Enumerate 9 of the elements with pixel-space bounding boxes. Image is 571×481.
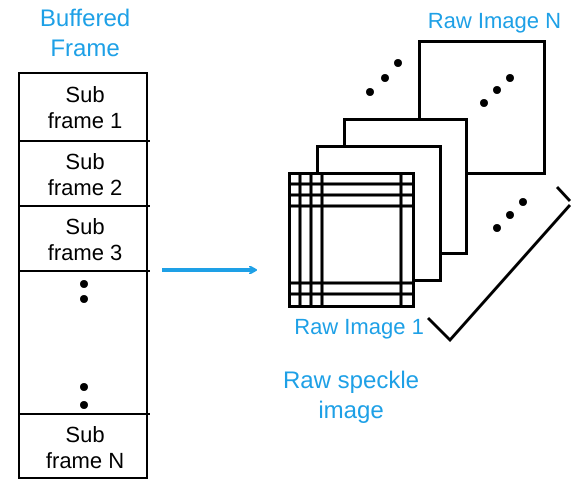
arrow bbox=[162, 265, 257, 275]
image-label: Raw Image N bbox=[426, 7, 561, 35]
subframe-label: Sub frame 2 bbox=[46, 148, 124, 200]
image-label: Raw Image 1 bbox=[293, 313, 425, 341]
subframe-label: Sub frame N bbox=[45, 422, 125, 474]
group-caption: Raw speckle image bbox=[282, 366, 420, 426]
subframe-label: Sub frame 3 bbox=[46, 214, 124, 266]
subframe-label: Sub frame 1 bbox=[46, 82, 124, 134]
group-heading: Buffered Frame bbox=[38, 4, 132, 64]
